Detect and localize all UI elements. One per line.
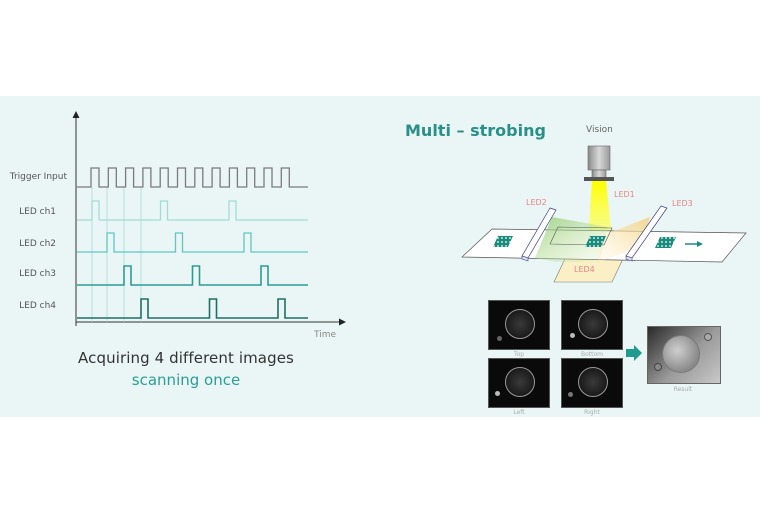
led2-label: LED2 xyxy=(526,198,547,207)
signal-label-ch3: LED ch3 xyxy=(19,269,56,279)
image-left-label: Left xyxy=(513,409,525,416)
y-axis-arrow xyxy=(72,111,80,118)
signal-label-ch2: LED ch2 xyxy=(19,239,56,249)
image-right-label: Right xyxy=(584,409,600,416)
caption-line2: scanning once xyxy=(131,371,241,389)
signal-label-ch1: LED ch1 xyxy=(19,207,56,217)
led-ch2-waveform xyxy=(77,232,308,253)
caption-line1: Acquiring 4 different images xyxy=(78,349,294,367)
result-label: Result xyxy=(673,386,693,393)
led3-label: LED3 xyxy=(672,199,693,208)
image-bottom-label: Bottom xyxy=(580,351,603,358)
image-top-label: Top xyxy=(513,351,525,358)
image-bottom xyxy=(561,300,623,350)
timing-diagram: Time Trigger Input LED ch1 LED ch2 LED c… xyxy=(9,111,346,340)
image-top xyxy=(488,300,550,350)
signal-label-ch4: LED ch4 xyxy=(19,301,56,311)
x-axis-arrow xyxy=(339,318,346,326)
led-ch1-waveform xyxy=(77,200,308,221)
led-ch3-waveform xyxy=(77,265,308,286)
camera-label: Vision xyxy=(586,125,613,135)
image-left xyxy=(488,358,550,408)
x-axis-label: Time xyxy=(313,330,336,340)
multi-strobing-title: Multi – strobing xyxy=(405,121,546,140)
signal-label-trigger: Trigger Input xyxy=(9,172,68,182)
led4-label: LED4 xyxy=(574,265,595,274)
led1-label: LED1 xyxy=(614,190,635,199)
result-image xyxy=(647,326,721,384)
image-right xyxy=(561,358,623,408)
led-ch4-waveform xyxy=(77,298,308,319)
trigger-waveform xyxy=(77,167,308,188)
